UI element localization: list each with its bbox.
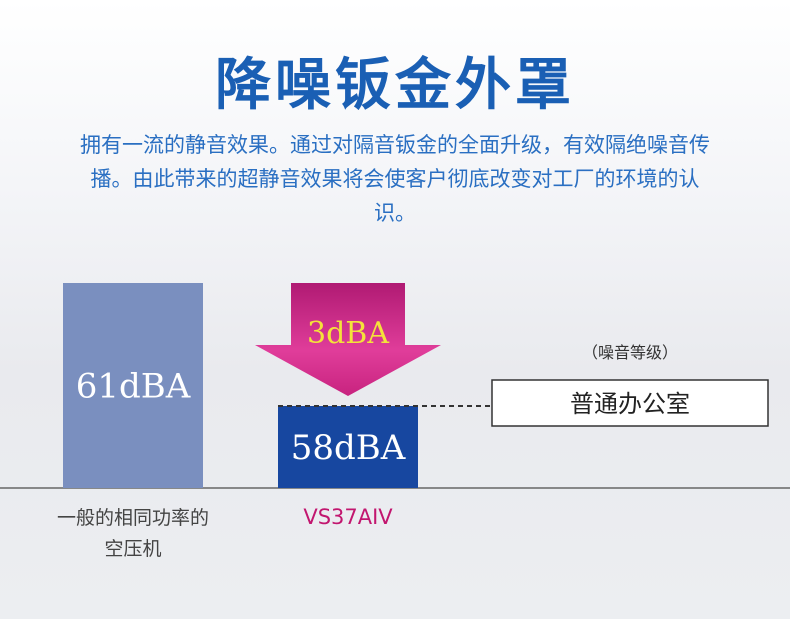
page-title: 降噪钣金外罩 bbox=[215, 53, 575, 118]
reference-label: 普通办公室 bbox=[570, 390, 690, 418]
bar-2 bbox=[278, 406, 418, 488]
reference-box bbox=[491, 379, 769, 427]
reduction-arrow bbox=[255, 283, 441, 396]
category-label-2: VS37AIV bbox=[303, 505, 393, 529]
bar-value-label-1: 61dBA bbox=[76, 367, 191, 407]
category-label-1-line-2: 空压机 bbox=[104, 538, 161, 560]
page-description: 拥有一流的静音效果。通过对隔音钣金的全面升级，有效隔绝噪音传播。由此带来的超静音… bbox=[80, 133, 710, 225]
bar-1 bbox=[63, 283, 203, 488]
noise-level-note: （噪音等级） bbox=[582, 343, 678, 362]
reduction-label: 3dBA bbox=[307, 316, 389, 351]
bar-value-label-2: 58dBA bbox=[291, 428, 406, 468]
category-label-1-line-1: 一般的相同功率的 bbox=[57, 507, 209, 529]
